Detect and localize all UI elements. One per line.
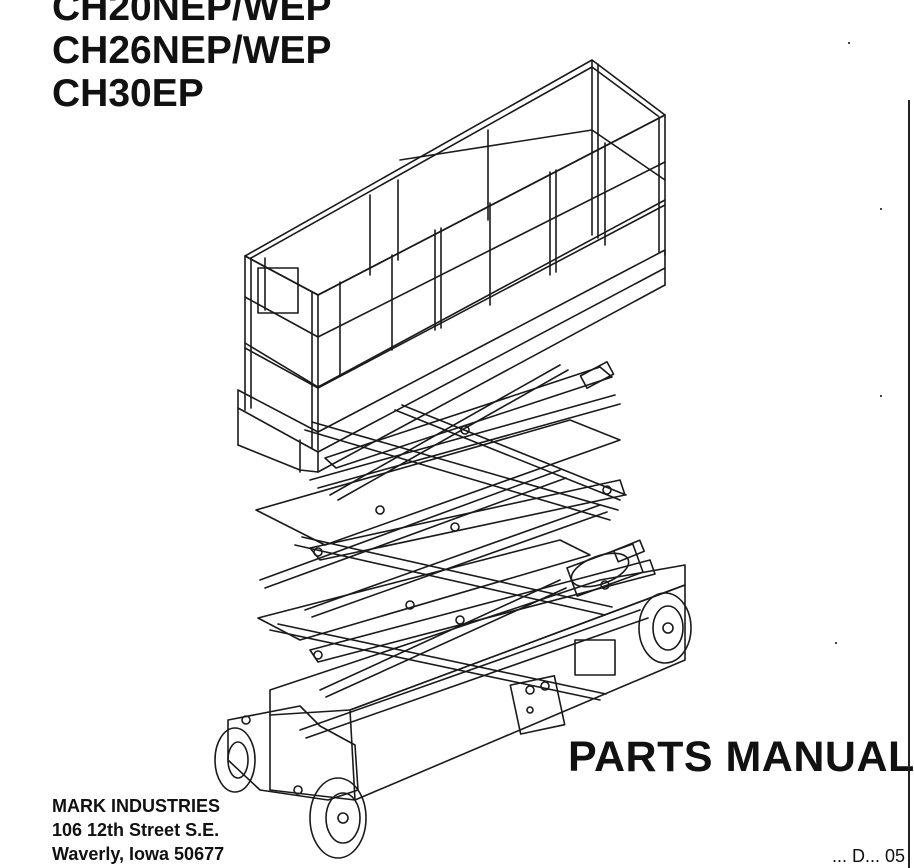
scan-speck	[880, 395, 882, 397]
manual-title: PARTS MANUAL	[568, 733, 914, 781]
page-edge-line	[908, 100, 910, 868]
scan-speck	[835, 642, 837, 644]
model-name: CH20NEP/WEP	[52, 0, 332, 29]
company-street: 106 12th Street S.E.	[52, 820, 220, 840]
company-city: Waverly, Iowa 50677	[52, 844, 225, 864]
scan-speck	[880, 208, 882, 210]
company-address: MARK INDUSTRIES 106 12th Street S.E. Wav…	[52, 794, 224, 866]
footer-fragment: ... D... 05	[832, 846, 906, 866]
scan-speck	[848, 42, 850, 44]
model-name: CH30EP	[52, 72, 204, 115]
model-name: CH26NEP/WEP	[52, 29, 332, 72]
company-name: MARK INDUSTRIES	[52, 796, 221, 816]
model-list: CH20NEP/WEP CH26NEP/WEP CH30EP	[52, 0, 332, 115]
